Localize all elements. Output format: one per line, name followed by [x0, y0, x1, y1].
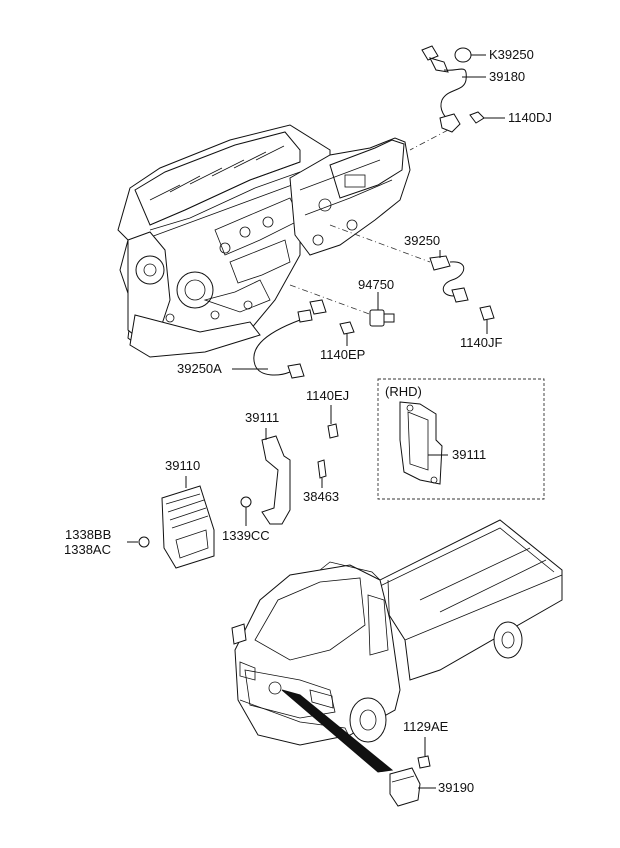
ecu-module [138, 485, 215, 569]
label-39180: 39180 [489, 69, 525, 84]
oxygen-sensor-right [329, 224, 495, 321]
label-1129ae: 1129AE [403, 719, 449, 734]
oxygen-sensor-lower [253, 299, 355, 379]
rhd-box [377, 378, 545, 500]
label-39250: 39250 [404, 233, 440, 248]
pressure-switch [289, 284, 395, 327]
engine-assembly [117, 124, 411, 358]
label-1140ep: 1140EP [320, 347, 365, 362]
label-39110: 39110 [165, 458, 200, 473]
relay-39190 [389, 755, 431, 807]
label-k39250: K39250 [489, 47, 534, 62]
label-1338ac: 1338AC [64, 542, 111, 557]
label-rhd: (RHD) [385, 384, 422, 399]
label-39250a: 39250A [177, 361, 222, 376]
truck [231, 519, 563, 773]
oxygen-sensor-top [409, 45, 485, 151]
label-1140ej: 1140EJ [306, 388, 349, 403]
label-1140dj: 1140DJ [508, 110, 552, 125]
label-1339cc: 1339CC [222, 528, 270, 543]
label-1338bb: 1338BB [65, 527, 111, 542]
label-38463: 38463 [303, 489, 339, 504]
ecu-bracket [240, 423, 339, 525]
label-1140jf: 1140JF [460, 335, 502, 350]
label-39111-rhd: 39111 [452, 447, 486, 462]
label-94750: 94750 [358, 277, 394, 292]
label-39111: 39111 [245, 410, 279, 425]
label-39190: 39190 [438, 780, 474, 795]
rhd-bracket [399, 401, 443, 485]
